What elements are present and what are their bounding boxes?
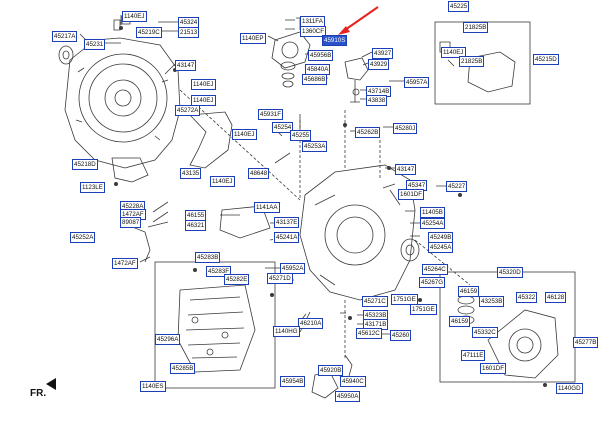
- part-label-43927[interactable]: 43927: [372, 48, 394, 59]
- part-label-1140ej[interactable]: 1140EJ: [441, 47, 466, 58]
- part-label-45282e[interactable]: 45282E: [224, 274, 250, 285]
- part-label-43135[interactable]: 43135: [180, 168, 202, 179]
- part-label-1140gd[interactable]: 1140GD: [556, 383, 583, 394]
- cover-plate-part: [189, 111, 233, 169]
- part-label-46128[interactable]: 46128: [545, 292, 567, 303]
- part-label-46159[interactable]: 46159: [458, 286, 480, 297]
- part-label-1472af[interactable]: 1472AF: [112, 258, 138, 269]
- part-label-21825b[interactable]: 21825B: [463, 22, 489, 33]
- part-label-45254a[interactable]: 45254A: [420, 218, 446, 229]
- part-label-11405b[interactable]: 11405B: [420, 207, 445, 218]
- part-label-45245a[interactable]: 45245A: [428, 242, 454, 253]
- part-label-1751ge[interactable]: 1751GE: [410, 304, 437, 315]
- part-label-1140es[interactable]: 1140ES: [140, 381, 166, 392]
- valve-body-part: [177, 284, 256, 373]
- part-label-43838[interactable]: 43838: [366, 95, 388, 106]
- part-label-45267g[interactable]: 45267G: [419, 277, 446, 288]
- part-label-1751ge[interactable]: 1751GE: [391, 294, 418, 305]
- part-label-45271c[interactable]: 45271C: [362, 296, 388, 307]
- part-label-45272a[interactable]: 45272A: [175, 105, 201, 116]
- part-label-45950a[interactable]: 45950A: [335, 391, 361, 402]
- part-label-1141aa[interactable]: 1141AA: [254, 202, 280, 213]
- part-label-45686b[interactable]: 45686B: [302, 74, 328, 85]
- part-label-45332c[interactable]: 45332C: [472, 327, 498, 338]
- converter-housing-part: [64, 37, 181, 169]
- part-label-45280j[interactable]: 45280J: [393, 123, 418, 134]
- orientation-label: FR.: [30, 388, 47, 399]
- part-label-45612c[interactable]: 45612C: [356, 328, 382, 339]
- part-label-45277b[interactable]: 45277B: [573, 337, 599, 348]
- part-label-45255[interactable]: 45255: [290, 130, 312, 141]
- part-label-45217a[interactable]: 45217A: [52, 31, 78, 42]
- part-label-45252a[interactable]: 45252A: [70, 232, 96, 243]
- part-label-45271d[interactable]: 45271D: [267, 273, 293, 284]
- rear-cover-part: [487, 309, 559, 379]
- part-label-45940c[interactable]: 45940C: [340, 376, 366, 387]
- front-arrow-icon: [46, 378, 56, 390]
- part-label-46321[interactable]: 46321: [185, 220, 207, 231]
- part-label-1140ej[interactable]: 1140EJ: [232, 129, 257, 140]
- part-label-45253a[interactable]: 45253A: [302, 141, 328, 152]
- part-label-45254[interactable]: 45254: [272, 122, 294, 133]
- transmission-case-part: [299, 164, 416, 301]
- part-label-45285b[interactable]: 45285B: [170, 363, 196, 374]
- part-label-21825b[interactable]: 21825B: [459, 56, 485, 67]
- red-pointer-arrow-icon: [338, 6, 379, 35]
- mount-bracket-part: [467, 51, 516, 93]
- part-label-45219c[interactable]: 45219C: [136, 27, 162, 38]
- part-label-45954b[interactable]: 45954B: [280, 376, 306, 387]
- part-label-45910s[interactable]: 45910S: [322, 35, 348, 46]
- part-label-1140ep[interactable]: 1140EP: [240, 33, 266, 44]
- oil-seal-part: [58, 45, 74, 65]
- part-label-45322[interactable]: 45322: [516, 292, 538, 303]
- part-label-1601df[interactable]: 1601DF: [480, 363, 507, 374]
- part-label-45231[interactable]: 45231: [84, 39, 106, 50]
- part-label-45296a[interactable]: 45296A: [155, 334, 181, 345]
- part-label-45957a[interactable]: 45957A: [404, 77, 430, 88]
- part-label-1140ej[interactable]: 1140EJ: [191, 95, 216, 106]
- part-label-47111e[interactable]: 47111E: [461, 350, 486, 361]
- shift-linkage-part: [344, 57, 369, 103]
- part-label-1140ej[interactable]: 1140EJ: [122, 11, 147, 22]
- part-label-45320d[interactable]: 45320D: [497, 267, 523, 278]
- part-label-43147[interactable]: 43147: [395, 164, 417, 175]
- part-label-45956b[interactable]: 45956B: [308, 50, 334, 61]
- part-label-45920b[interactable]: 45920B: [318, 365, 344, 376]
- part-label-1123le[interactable]: 1123LE: [80, 182, 105, 193]
- part-label-48648[interactable]: 48648: [248, 168, 270, 179]
- part-label-45225[interactable]: 45225: [448, 1, 470, 12]
- part-label-45218d[interactable]: 45218D: [72, 159, 98, 170]
- part-label-46159[interactable]: 46159: [449, 316, 471, 327]
- part-label-1140hg[interactable]: 1140HG: [273, 326, 300, 337]
- part-label-1601df[interactable]: 1601DF: [398, 189, 425, 200]
- part-label-1140ej[interactable]: 1140EJ: [210, 176, 235, 187]
- part-label-45283b[interactable]: 45283B: [195, 252, 221, 263]
- part-label-45215d[interactable]: 45215D: [533, 54, 559, 65]
- part-label-45262b[interactable]: 45262B: [355, 127, 381, 138]
- part-label-43137e[interactable]: 43137E: [274, 217, 300, 228]
- part-label-1360cf[interactable]: 1360CF: [300, 26, 327, 37]
- part-label-43253b[interactable]: 43253B: [479, 296, 505, 307]
- part-label-45260[interactable]: 45260: [390, 330, 412, 341]
- bracket-part: [111, 157, 149, 183]
- part-label-45931f[interactable]: 45931F: [258, 109, 283, 120]
- part-label-45264c[interactable]: 45264C: [422, 264, 448, 275]
- part-label-43147[interactable]: 43147: [175, 60, 197, 71]
- part-label-89087[interactable]: 89087: [120, 217, 142, 228]
- part-label-21513[interactable]: 21513: [178, 27, 200, 38]
- part-label-43929[interactable]: 43929: [368, 59, 390, 70]
- part-label-45227[interactable]: 45227: [446, 181, 468, 192]
- part-label-46210a[interactable]: 46210A: [298, 318, 324, 329]
- part-label-45241a[interactable]: 45241A: [274, 232, 300, 243]
- part-label-1140ej[interactable]: 1140EJ: [191, 79, 216, 90]
- part-label-45283f[interactable]: 45283F: [206, 266, 231, 277]
